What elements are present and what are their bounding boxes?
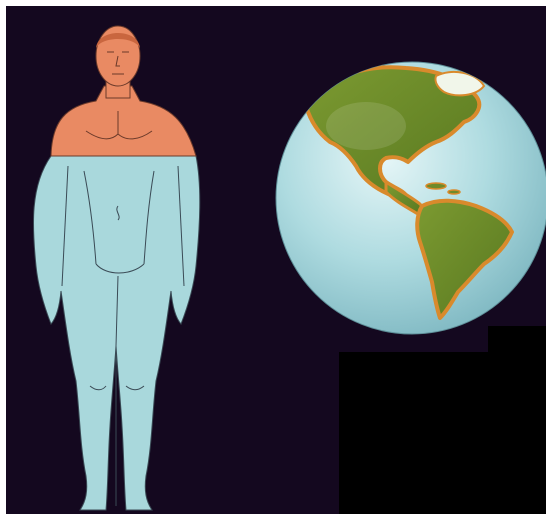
globe-highlight bbox=[326, 102, 406, 150]
image-frame bbox=[6, 6, 546, 514]
black-overlay-block bbox=[339, 352, 546, 514]
earth-globe bbox=[276, 62, 546, 334]
caribbean-island bbox=[426, 183, 446, 189]
greenland-landmass bbox=[435, 72, 484, 95]
caribbean-island bbox=[448, 190, 460, 194]
human-figure bbox=[33, 26, 199, 510]
